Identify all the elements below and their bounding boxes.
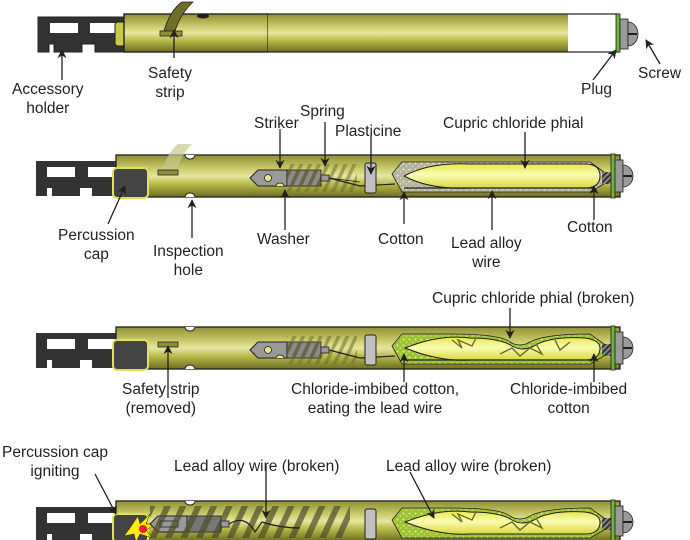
label-safety-strip-removed: Safety strip (removed) (122, 381, 200, 417)
tube-body (124, 14, 268, 52)
label-cap-igniting: Percussion cap igniting (2, 444, 108, 480)
label-wire-broken-1: Lead alloy wire (broken) (174, 458, 340, 475)
label-striker: Striker (254, 115, 299, 132)
panel-exterior (37, 1, 661, 81)
label-screw: Screw (638, 65, 682, 82)
label-phial-broken: Cupric chloride phial (broken) (432, 290, 635, 307)
percussion-cap-shape (112, 167, 149, 199)
panel-cutaway (36, 122, 634, 238)
label-spring: Spring (300, 103, 345, 120)
accessory-holder-shape (36, 161, 122, 196)
accessory-holder-shape (36, 333, 122, 368)
label-lead-alloy-wire: Lead alloy wire (451, 235, 522, 271)
label-accessory-holder: Accessory holder (12, 81, 84, 117)
broken-wire-shape (228, 519, 301, 534)
label-cupric-chloride-phial: Cupric chloride phial (443, 115, 584, 132)
label-inspection-hole: Inspection hole (153, 243, 224, 279)
phial-shape (402, 163, 601, 189)
label-washer: Washer (257, 231, 310, 248)
label-cotton-left: Cotton (378, 231, 424, 248)
label-safety-strip: Safety strip (148, 65, 192, 101)
panel-fired (36, 464, 634, 540)
washer-shape (275, 182, 285, 187)
accessory-holder-shape (37, 16, 126, 53)
label-imbibed-cotton-eating: Chloride-imbibed cotton, eating the lead… (291, 381, 460, 417)
label-plasticine: Plasticine (335, 123, 402, 140)
label-plug: Plug (581, 81, 613, 98)
label-imbibed-cotton: Chloride-imbibed cotton (510, 381, 628, 417)
plug-shape (615, 13, 621, 53)
label-cotton-right: Cotton (567, 219, 613, 236)
panel-activated (36, 308, 634, 398)
label-wire-broken-2: Lead alloy wire (broken) (386, 458, 552, 475)
percussion-cap-shape (112, 339, 149, 371)
plug-shape (610, 153, 616, 199)
accessory-holder-shape (36, 507, 122, 540)
label-percussion-cap: Percussion cap (58, 227, 135, 263)
safety-strip-shape (162, 1, 195, 35)
